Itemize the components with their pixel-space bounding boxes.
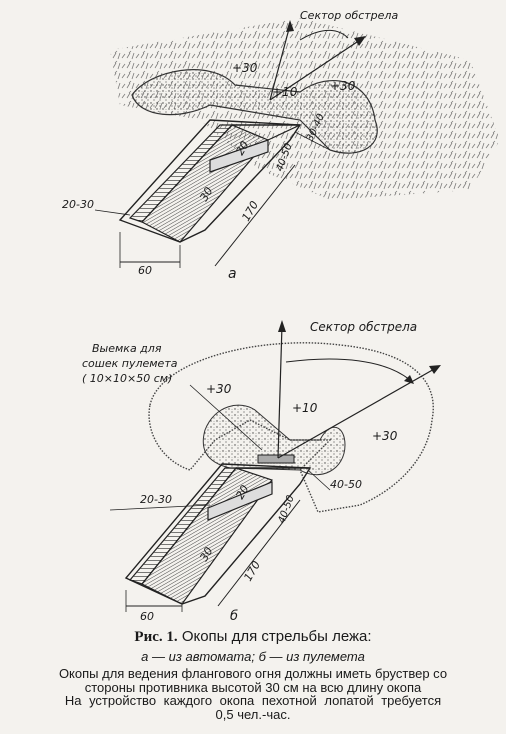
caption-subtitle: а — из автомата; б — из пулемета	[141, 649, 365, 664]
caption-line-1: Окопы для ведения флангового огня должны…	[58, 666, 448, 681]
elbow-rest-b	[207, 481, 273, 521]
dim-30-b: 30	[197, 545, 215, 564]
caption-title-prefix: Рис. 1.	[134, 629, 178, 645]
elev-plus30-left-a: +30	[232, 61, 258, 75]
notch-label-line3: ( 10×10×50 см)	[82, 372, 172, 385]
caption-title: Рис. 1. Окопы для стрельбы лежа:	[0, 628, 506, 646]
figure-letter-b: б	[230, 609, 238, 624]
dim-20-30-a: 20-30	[62, 198, 94, 211]
elev-plus30-left-b: +30	[206, 382, 232, 396]
caption-line-3: На устройство каждого окопа пехотной лоп…	[64, 693, 442, 708]
caption-line-4: 0,5 чел.-час.	[215, 707, 291, 722]
sector-label-a: Сектор обстрела	[300, 9, 398, 22]
dim-30-a: 30	[197, 185, 215, 204]
parapet-inner-b	[202, 404, 346, 476]
dim-20-30-b: 20-30	[140, 493, 172, 506]
dim-40-50-b: 40-50	[276, 494, 296, 525]
parapet-outer-b	[148, 342, 434, 513]
dim-60-b: 60	[140, 610, 154, 623]
trench-top-a	[118, 119, 302, 243]
figure-letter-a: а	[228, 266, 237, 282]
figure-b: Сектор обстрела Выемка для сошек пулемет…	[82, 320, 441, 624]
bipod-notch-b	[257, 454, 295, 464]
sector-label-b: Сектор обстрела	[310, 320, 417, 334]
dim-20-b: 20	[233, 483, 251, 502]
caption-line-2: стороны противника высотой 30 см на всю …	[84, 680, 422, 695]
notch-label-line1: Выемка для	[92, 342, 162, 355]
dim-40-50-right-b: 40-50	[330, 478, 362, 491]
parapet-a	[131, 69, 378, 154]
elev-plus30-right-b: +30	[372, 429, 398, 443]
notch-label-line2: сошек пулемета	[82, 357, 178, 370]
elev-plus10-b: +10	[292, 401, 318, 415]
caption-title-text: Окопы для стрельбы лежа:	[181, 628, 372, 645]
figure-a: Сектор обстрела +30 +10 +30 30-40 20 40-…	[62, 9, 500, 282]
dim-20-a: 20	[233, 139, 251, 158]
dim-60-a: 60	[138, 264, 152, 277]
dim-170-b: 170	[241, 559, 263, 584]
elev-plus30-right-a: +30	[330, 79, 356, 93]
elbow-rest-a	[209, 139, 269, 173]
elev-plus10-a: +10	[272, 85, 298, 99]
